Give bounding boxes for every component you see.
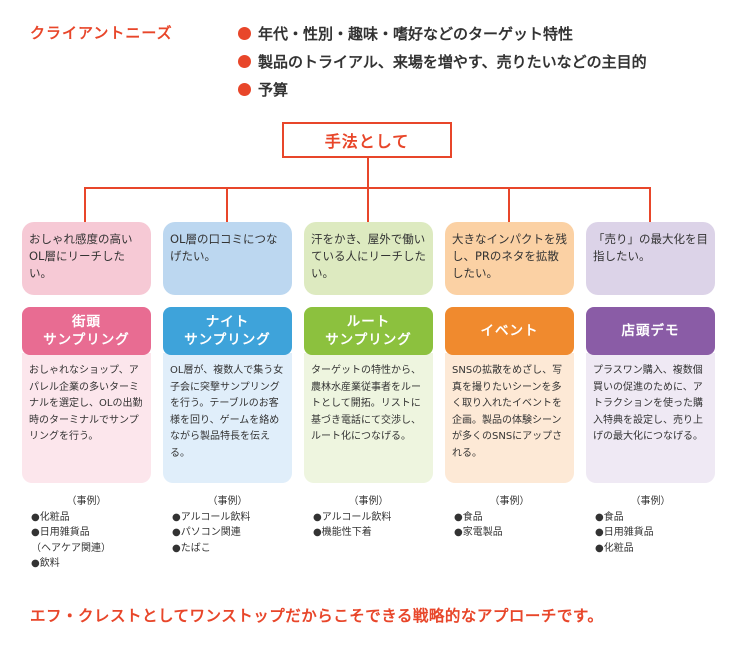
case-examples: （事例） ●アルコール飲料 ●機能性下着 — [304, 494, 433, 541]
cases-title: （事例） — [348, 496, 389, 507]
case-item: ●機能性下着 — [313, 527, 372, 538]
need-item-text: 製品のトライアル、来場を増やす、売りたいなどの主目的 — [258, 53, 647, 71]
case-examples: （事例） ●食品 ●日用雑貨品 ●化粧品 — [586, 494, 715, 556]
case-item: ●パソコン関連 — [172, 527, 241, 538]
method-title: ナイト サンプリング — [184, 314, 271, 348]
need-item-text: 予算 — [258, 81, 289, 99]
description-box: SNSの拡散をめざし、写真を撮りたいシーンを多く取り入れたイベントを企画。製品の… — [445, 353, 574, 483]
bullet-dot-icon — [238, 83, 251, 96]
case-item: ●化粧品 — [31, 511, 70, 523]
case-item: ●日用雑貨品 — [595, 527, 654, 538]
case-item: ●家電製品 — [454, 527, 503, 538]
goal-box: 「売り」の最大化を目指したい。 — [586, 222, 715, 295]
case-item: ●アルコール飲料 — [172, 511, 251, 523]
case-item: ●食品 — [454, 511, 483, 523]
method-title: イベント — [480, 323, 539, 339]
goal-box: 汗をかき、屋外で働いている人にリーチしたい。 — [304, 222, 433, 295]
goal-box: OL層の口コミにつなげたい。 — [163, 222, 292, 295]
cases-title: （事例） — [66, 496, 107, 507]
cases-title: （事例） — [489, 496, 530, 507]
need-item: 予算 — [238, 79, 288, 100]
description-box: ターゲットの特性から、農林水産業従事者をルートとして開拓。リストに基づき電話にて… — [304, 353, 433, 483]
case-examples: （事例） ●アルコール飲料 ●パソコン関連 ●たばこ — [163, 494, 292, 556]
method-title: ルート サンプリング — [325, 314, 412, 348]
method-title-box: 街頭 サンプリング — [22, 307, 151, 355]
client-needs-label: クライアントニーズ — [30, 24, 173, 42]
bullet-dot-icon — [238, 55, 251, 68]
case-examples: （事例） ●化粧品 ●日用雑貨品 （ヘアケア関連） ●飲料 — [22, 494, 151, 572]
case-item: ●日用雑貨品 — [31, 527, 90, 538]
goal-box: 大きなインパクトを残し、PRのネタを拡散したい。 — [445, 222, 574, 295]
bullet-dot-icon — [238, 27, 251, 40]
case-item: ●食品 — [595, 511, 624, 523]
connector-line — [508, 187, 510, 222]
case-item: （ヘアケア関連） — [31, 542, 111, 554]
description-box: OL層が、複数人で集う女子会に突撃サンプリングを行う。テーブルのお客様を回り、ゲ… — [163, 353, 292, 483]
connector-line — [367, 187, 369, 222]
method-title-box: イベント — [445, 307, 574, 355]
description-box: プラスワン購入、複数個買いの促進のために、アトラクションを使った購入特典を設定し… — [586, 353, 715, 483]
cases-title: （事例） — [207, 496, 248, 507]
need-item-text: 年代・性別・趣味・嗜好などのターゲット特性 — [258, 25, 574, 43]
case-item: ●アルコール飲料 — [313, 511, 392, 523]
need-item: 年代・性別・趣味・嗜好などのターゲット特性 — [238, 23, 573, 44]
case-item: ●たばこ — [172, 542, 211, 554]
method-title-box: ナイト サンプリング — [163, 307, 292, 355]
case-item: ●飲料 — [31, 558, 60, 569]
method-title-box: ルート サンプリング — [304, 307, 433, 355]
method-title: 街頭 サンプリング — [43, 314, 130, 348]
method-box: 手法として — [282, 122, 452, 158]
cases-title: （事例） — [630, 496, 671, 507]
connector-line — [84, 187, 86, 222]
method-title-box: 店頭デモ — [586, 307, 715, 355]
connector-line — [367, 158, 369, 188]
goal-box: おしゃれ感度の高いOL層にリーチしたい。 — [22, 222, 151, 295]
need-item: 製品のトライアル、来場を増やす、売りたいなどの主目的 — [238, 51, 647, 72]
case-item: ●化粧品 — [595, 542, 634, 554]
footer-message: エフ・クレストとしてワンストップだからこそできる戦略的なアプローチです。 — [30, 607, 604, 625]
case-examples: （事例） ●食品 ●家電製品 — [445, 494, 574, 541]
method-title: 店頭デモ — [621, 323, 680, 339]
connector-line — [649, 187, 651, 222]
description-box: おしゃれなショップ、アパレル企業の多いターミナルを選定し、OLの出勤時のターミナ… — [22, 353, 151, 483]
connector-line — [226, 187, 228, 222]
